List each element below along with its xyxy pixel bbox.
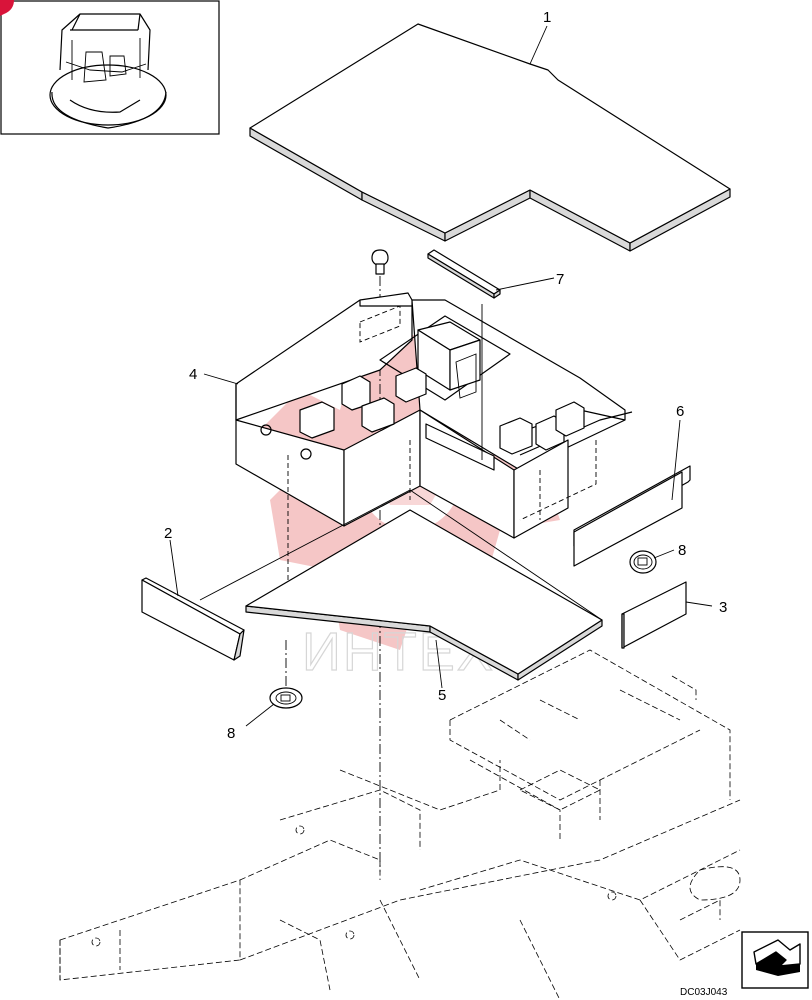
part-6-side-panel bbox=[573, 465, 691, 567]
part-5-floor-plate bbox=[199, 489, 603, 681]
part-7-bar bbox=[427, 249, 501, 299]
leader-lines bbox=[169, 25, 713, 727]
machine-frame-phantom bbox=[59, 649, 741, 1000]
part-8-grommet-lower bbox=[269, 640, 303, 709]
callout-5: 5 bbox=[438, 687, 446, 704]
callout-8-upper: 8 bbox=[678, 542, 686, 559]
machine-thumbnail bbox=[0, 0, 220, 135]
part-2-bracket bbox=[141, 577, 245, 661]
callout-7: 7 bbox=[556, 271, 564, 288]
callout-3: 3 bbox=[719, 599, 727, 616]
orientation-arrow-icon bbox=[741, 931, 809, 989]
callout-6: 6 bbox=[676, 403, 684, 420]
callout-4: 4 bbox=[189, 366, 197, 383]
drawing-code: DC03J043 bbox=[680, 987, 728, 998]
part-8-grommet-upper bbox=[629, 550, 657, 574]
part-4-housing bbox=[235, 292, 633, 590]
part-3-panel bbox=[621, 581, 687, 649]
callout-8-lower: 8 bbox=[227, 725, 235, 742]
corner-marker bbox=[0, 0, 14, 16]
callout-1: 1 bbox=[543, 9, 551, 26]
part-1-cover-panel bbox=[249, 23, 731, 252]
callout-2: 2 bbox=[164, 525, 172, 542]
callout-labels: 1 2 3 4 5 6 7 8 8 bbox=[164, 9, 727, 742]
